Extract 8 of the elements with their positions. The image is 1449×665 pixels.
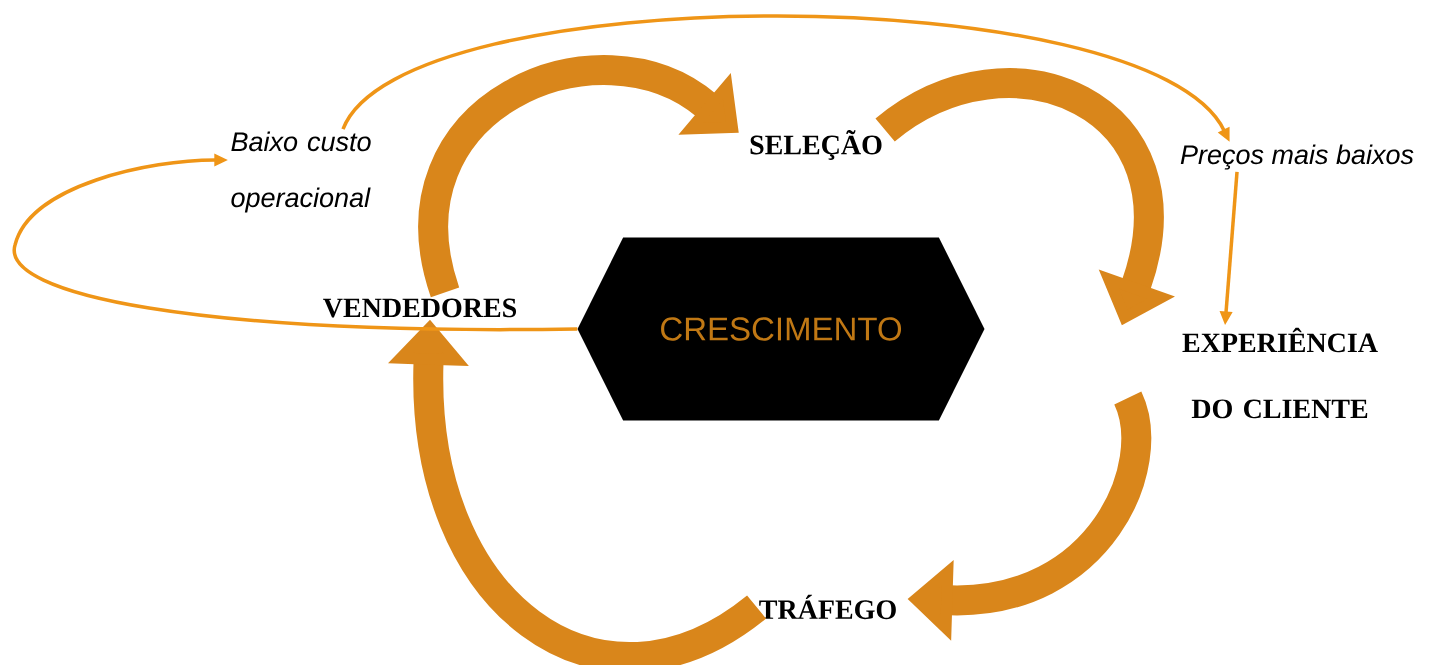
arrow bbox=[13, 153, 578, 332]
step-label: SELEÇÃO bbox=[750, 130, 882, 160]
step-label: EXPERIÊNCIA DO CLIENTE bbox=[1182, 327, 1378, 419]
hexagon: CRESCIMENTO bbox=[577, 237, 985, 421]
note-text: Preços mais baixos bbox=[1180, 144, 1414, 170]
step-label: VENDEDORES bbox=[323, 298, 517, 318]
step-label: TRÁFEGO bbox=[759, 594, 896, 620]
note-text: Baixo custo operacional bbox=[231, 131, 371, 213]
